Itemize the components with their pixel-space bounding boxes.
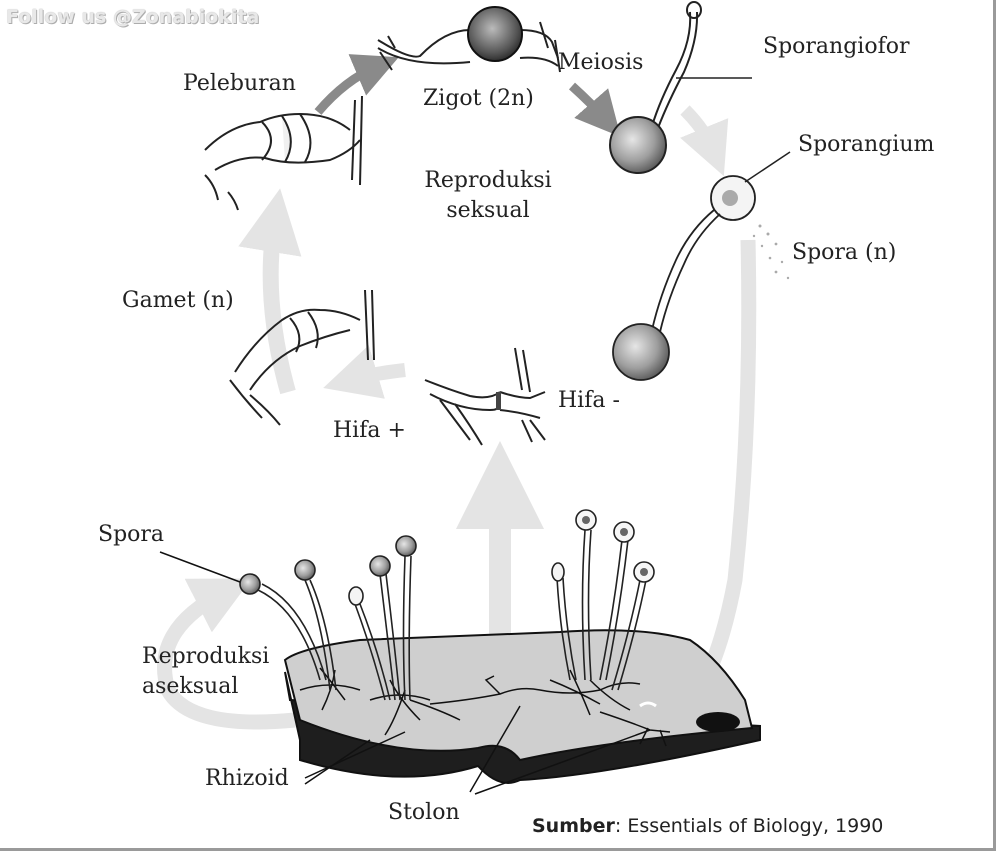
arrow-zigot-to-meiosis: [568, 82, 621, 137]
label-stolon: Stolon: [388, 800, 460, 825]
label-reproduksi-aseksual-2: aseksual: [142, 674, 239, 699]
label-meiosis: Meiosis: [558, 50, 644, 75]
label-spora: Spora: [98, 522, 165, 547]
label-reproduksi-seksual-2: seksual: [446, 198, 530, 223]
arrow-sporangiofor-to-sporangium: [680, 105, 729, 177]
source-prefix: Sumber: [532, 815, 615, 837]
label-reproduksi-seksual-1: Reproduksi: [424, 168, 552, 193]
source-citation: Sumber: Essentials of Biology, 1990: [532, 815, 883, 837]
label-hifa-minus: Hifa -: [558, 388, 620, 413]
label-zigot: Zigot (2n): [423, 86, 534, 111]
label-peleburan: Peleburan: [183, 71, 296, 96]
arrow-aseksual-loop: [157, 578, 296, 730]
zygote-illustration: [377, 6, 561, 73]
source-text: : Essentials of Biology, 1990: [614, 815, 884, 837]
label-pointer-lines: [159, 551, 651, 795]
arrow-peleburan-to-zigot: [314, 54, 399, 115]
sporangiofor-illustration: [609, 1, 752, 174]
bread-substrate: [283, 629, 761, 784]
gamet-illustration: [229, 289, 375, 426]
peleburan-illustration: [204, 95, 363, 211]
watermark: Follow us @Zonabiokita: [6, 6, 260, 28]
label-sporangiofor: Sporangiofor: [763, 34, 910, 59]
sporangiophores-right-cluster: [551, 509, 655, 691]
sporangiophores-left-cluster: [239, 535, 417, 701]
label-rhizoid: Rhizoid: [205, 766, 289, 791]
label-reproduksi-aseksual-1: Reproduksi: [142, 644, 270, 669]
label-hifa-plus: Hifa +: [333, 418, 406, 443]
label-sporangium: Sporangium: [798, 132, 935, 157]
label-gamet: Gamet (n): [122, 288, 234, 313]
label-spora-n: Spora (n): [792, 240, 897, 265]
sporangium-illustration: [612, 151, 791, 381]
arrow-gamet-to-peleburan: [238, 188, 302, 395]
hifa-illustration: [424, 347, 546, 446]
arrow-spora-down: [693, 239, 757, 694]
arrow-spora-to-hifa: [323, 345, 406, 399]
